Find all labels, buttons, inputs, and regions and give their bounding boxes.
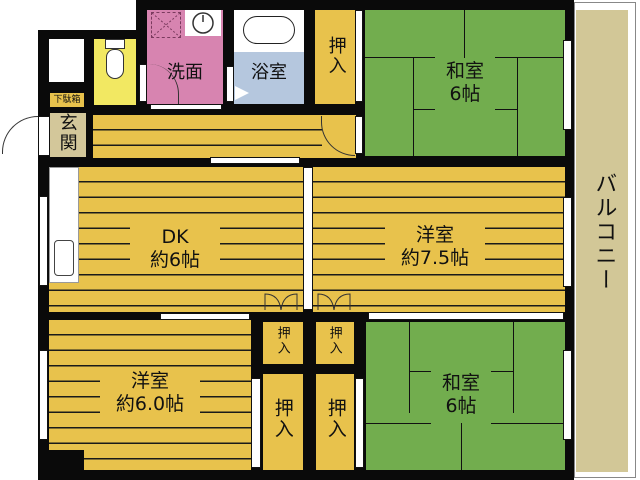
dk-top-sliding-door — [210, 157, 300, 164]
closet-top-door — [355, 10, 363, 102]
entrance-label: 玄関 — [56, 113, 78, 153]
tatami-line — [366, 423, 431, 424]
tatami-line — [461, 423, 462, 470]
western-room-bottom-top-door — [160, 313, 250, 320]
dk-size: 約6帖 — [149, 248, 201, 271]
western-room-center-label: 洋室 約7.5帖 — [385, 224, 485, 270]
japanese-room-top-name: 和室 — [445, 60, 484, 82]
dk-window — [39, 196, 48, 286]
japanese-room-top-label: 和室 6帖 — [415, 60, 515, 106]
closet-large-left-label: 押入 — [271, 398, 294, 440]
western-room-bottom-window — [39, 350, 48, 440]
japanese-room-bottom — [366, 322, 565, 470]
washroom-door-left — [139, 64, 147, 102]
closet-small-left-label: 押入 — [274, 326, 290, 356]
western-room-bottom-name: 洋室 — [130, 370, 169, 392]
tatami-line — [517, 57, 518, 156]
japanese-room-bottom-size: 6帖 — [445, 394, 477, 417]
closet-top-label: 押入 — [325, 36, 347, 76]
tatami-line — [491, 371, 513, 372]
dk-western-partition — [303, 167, 313, 310]
japanese-room-top-size: 6帖 — [449, 82, 481, 105]
tatami-line — [413, 109, 435, 110]
closet-large-right-label: 押入 — [324, 398, 347, 440]
outer-gap-topleft — [0, 0, 136, 28]
washing-machine-icon — [151, 12, 181, 38]
shoe-box — [50, 93, 84, 107]
tatami-line — [365, 57, 435, 58]
tatami-line — [495, 57, 565, 58]
tatami-line — [513, 322, 514, 413]
toilet-bowl-icon — [106, 49, 124, 79]
tatami-line — [409, 371, 431, 372]
washroom-sliding-door — [150, 104, 222, 110]
closet-top — [315, 10, 355, 104]
tatami-line — [491, 423, 565, 424]
closet-door-left-icon — [263, 292, 299, 311]
western-room-bottom-label: 洋室 約6.0帖 — [100, 370, 200, 416]
bathtub-icon — [243, 16, 295, 44]
western-room-bottom-size: 約6.0帖 — [115, 392, 185, 415]
kitchen-sink-icon — [54, 240, 74, 276]
sink-icon — [185, 10, 221, 36]
shoe-box-label: 下駄箱 — [53, 95, 81, 105]
japanese-room-top — [365, 10, 565, 156]
toilet-fixture-icon — [105, 39, 125, 49]
western-room-center-window — [563, 197, 572, 287]
closet-large-right — [316, 374, 354, 470]
balcony — [576, 10, 628, 472]
closet-large-left-door — [251, 378, 261, 468]
bathroom-door-arrow-icon — [235, 86, 249, 100]
hallway — [93, 115, 323, 158]
tatami-line — [413, 57, 414, 156]
japanese-room-bottom-label: 和室 6帖 — [411, 372, 511, 418]
western-room-center-size: 約7.5帖 — [400, 246, 470, 269]
washroom-label: 洗面 — [167, 62, 203, 83]
closet-large-left — [263, 374, 303, 470]
closet-small-right — [316, 322, 354, 364]
closet-small-right-label: 押入 — [326, 326, 342, 356]
closet-door-right-icon — [316, 292, 352, 311]
closet-small-left — [263, 322, 303, 364]
western-room-center — [313, 167, 565, 312]
bathroom-label: 浴室 — [251, 62, 287, 83]
japanese-room-bottom-window — [563, 350, 572, 440]
balcony-label: バルコニー — [591, 172, 617, 292]
japanese-room-bottom-name: 和室 — [441, 372, 480, 394]
western-room-center-name: 洋室 — [415, 224, 454, 246]
dk-label: DK 約6帖 — [130, 226, 220, 272]
japanese-room-bottom-top-door — [368, 312, 564, 320]
storage-box — [49, 39, 84, 82]
tatami-line — [409, 322, 410, 413]
entrance-door — [38, 116, 50, 156]
entrance-door-swing — [2, 116, 38, 154]
japanese-room-top-window — [563, 40, 572, 130]
closet-large-right-door — [355, 378, 364, 468]
hallway-door — [355, 116, 363, 154]
tatami-line — [495, 109, 517, 110]
wall-corner-bottom-left — [38, 450, 84, 480]
tatami-line — [464, 10, 465, 58]
entrance — [50, 113, 86, 157]
bathroom-door — [226, 66, 234, 102]
dk-name: DK — [161, 226, 189, 248]
